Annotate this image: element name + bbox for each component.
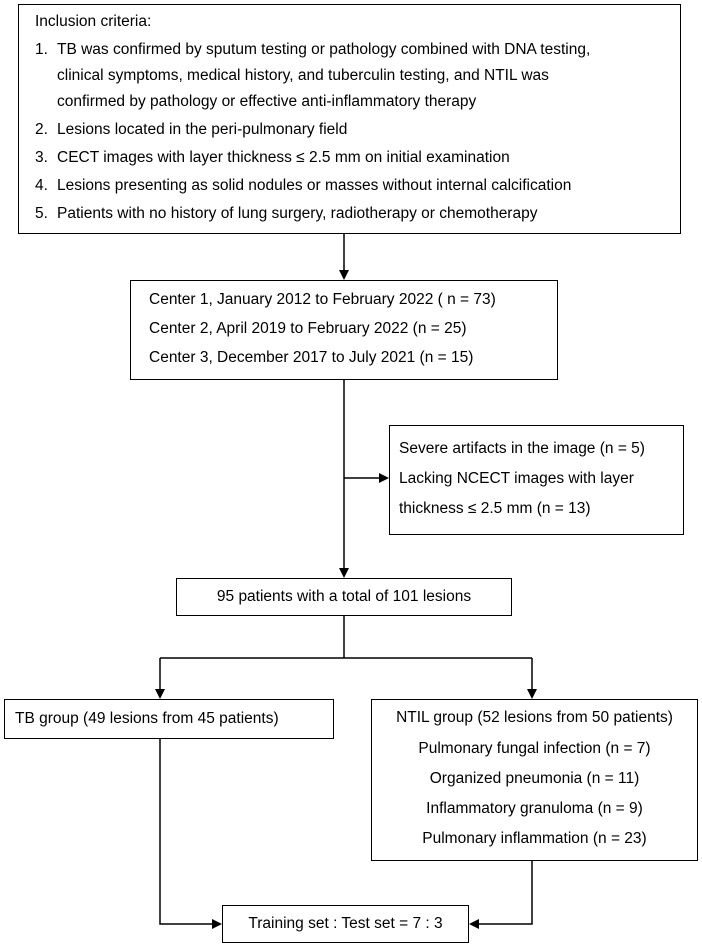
ntil-group-box: NTIL group (52 lesions from 50 patients)… [371,699,698,861]
center-1-line: Center 1, January 2012 to February 2022 … [149,291,496,308]
patients-text: 95 patients with a total of 101 lesions [216,588,472,605]
inclusion-title: Inclusion criteria: [35,13,152,30]
inclusion-item-1-line-1: 1.TB was confirmed by sputum testing or … [35,41,591,58]
ntil-item-organized-pneumonia: Organized pneumonia (n = 11) [429,770,640,787]
ntil-item-fungal: Pulmonary fungal infection (n = 7) [418,740,651,757]
ntil-item-granuloma: Inflammatory granuloma (n = 9) [426,800,643,817]
split-text: Training set : Test set = 7 : 3 [248,915,443,932]
ntil-item-inflammation: Pulmonary inflammation (n = 23) [422,830,647,847]
center-3-line: Center 3, December 2017 to July 2021 (n … [149,349,474,366]
split-box: Training set : Test set = 7 : 3 [222,905,469,943]
inclusion-item-2: 2.Lesions located in the peri-pulmonary … [35,121,348,138]
exclusion-line-2: Lacking NCECT images with layer [399,470,634,487]
inclusion-item-3: 3.CECT images with layer thickness ≤ 2.5… [35,149,510,166]
inclusion-item-1-line-2: clinical symptoms, medical history, and … [57,67,549,84]
ntil-group-title: NTIL group (52 lesions from 50 patients) [396,709,673,726]
arrow-ntil-to-split [469,861,533,929]
tb-group-box: TB group (49 lesions from 45 patients) [4,699,334,739]
arrow-tb-to-split [159,739,222,929]
inclusion-item-4: 4.Lesions presenting as solid nodules or… [35,177,572,194]
exclusion-line-3: thickness ≤ 2.5 mm (n = 13) [399,500,591,517]
centers-box: Center 1, January 2012 to February 2022 … [130,280,558,380]
center-2-line: Center 2, April 2019 to February 2022 (n… [149,320,467,337]
tb-group-text: TB group (49 lesions from 45 patients) [15,710,279,727]
exclusion-line-1: Severe artifacts in the image (n = 5) [399,440,645,457]
inclusion-item-1-line-3: confirmed by pathology or effective anti… [57,93,477,110]
patients-box: 95 patients with a total of 101 lesions [176,578,512,616]
inclusion-criteria-box: Inclusion criteria: 1.TB was confirmed b… [18,4,681,234]
inclusion-item-5: 5.Patients with no history of lung surge… [35,205,538,222]
exclusion-box: Severe artifacts in the image (n = 5) La… [389,425,684,535]
